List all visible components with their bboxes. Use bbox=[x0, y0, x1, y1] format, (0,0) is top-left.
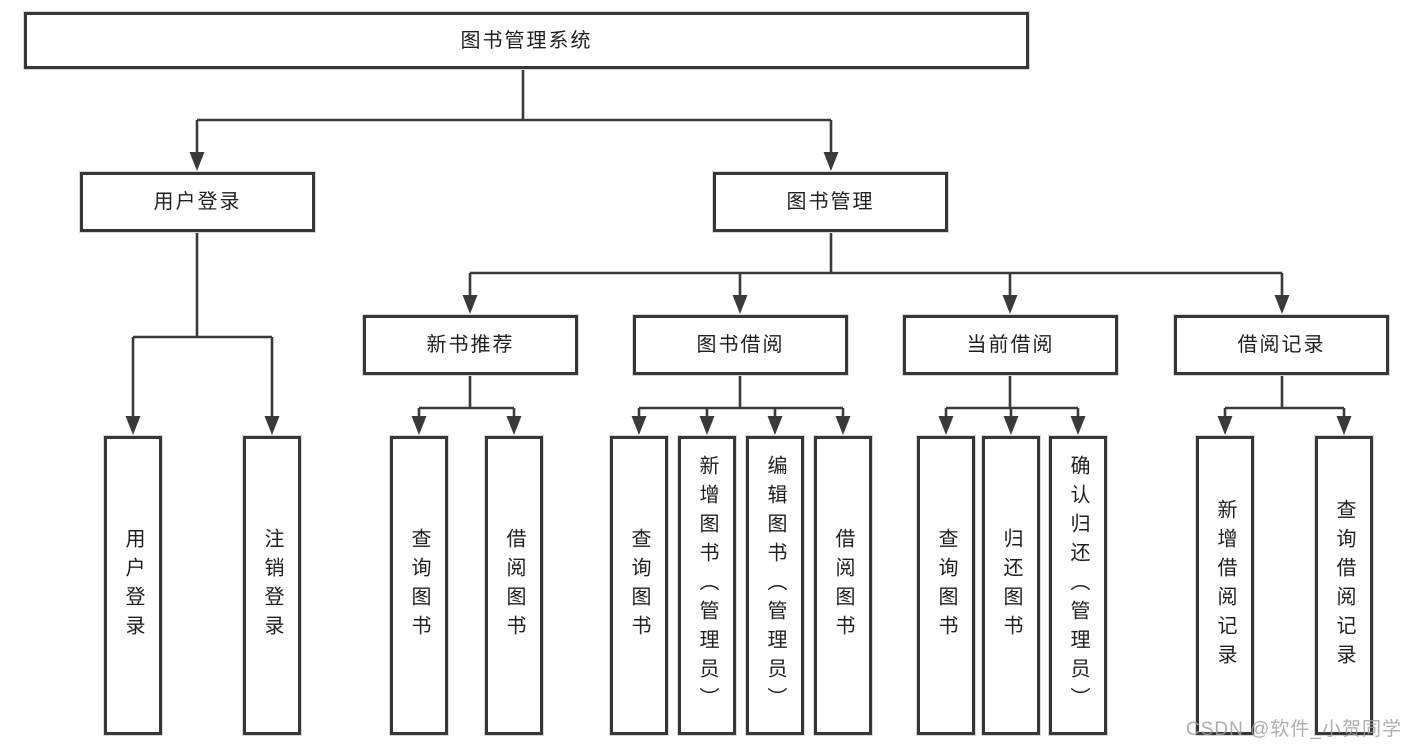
leaf-user-login: 用户登录 bbox=[104, 436, 162, 735]
leaf-add-books-admin: 新增图书（管理员） bbox=[678, 436, 736, 735]
node-label: 图书借阅 bbox=[696, 334, 785, 356]
arrow-down-icon bbox=[732, 295, 748, 314]
leaf-label: 归还图书 bbox=[1000, 527, 1022, 644]
leaf-label: 查询图书 bbox=[628, 527, 650, 644]
arrow-down-icon bbox=[1217, 416, 1233, 435]
leaf-logout: 注销登录 bbox=[243, 436, 301, 735]
leaf-label: 查询借阅记录 bbox=[1333, 498, 1355, 673]
leaf-label: 用户登录 bbox=[122, 527, 144, 644]
node-user-login: 用户登录 bbox=[80, 172, 315, 232]
node-book-borrowing: 图书借阅 bbox=[633, 315, 848, 375]
arrow-down-icon bbox=[1003, 416, 1019, 435]
arrow-down-icon bbox=[125, 416, 141, 435]
node-current-borrowing: 当前借阅 bbox=[903, 315, 1118, 375]
leaf-label: 编辑图书（管理员） bbox=[764, 455, 786, 716]
arrow-down-icon bbox=[264, 416, 280, 435]
leaf-label: 新增借阅记录 bbox=[1214, 498, 1236, 673]
leaf-query-borrow-record: 查询借阅记录 bbox=[1315, 436, 1373, 735]
arrow-down-icon bbox=[1002, 295, 1018, 314]
arrow-down-icon bbox=[823, 152, 839, 171]
node-label: 当前借阅 bbox=[966, 334, 1055, 356]
arrow-down-icon bbox=[767, 416, 783, 435]
arrow-down-icon bbox=[189, 152, 205, 171]
arrow-down-icon bbox=[462, 295, 478, 314]
node-label: 用户登录 bbox=[153, 191, 242, 213]
arrow-down-icon bbox=[938, 416, 954, 435]
node-new-book-recommend: 新书推荐 bbox=[363, 315, 578, 375]
node-label: 图书管理 bbox=[786, 191, 875, 213]
leaf-label: 查询图书 bbox=[408, 527, 430, 644]
node-borrow-records: 借阅记录 bbox=[1174, 315, 1389, 375]
node-book-management: 图书管理 bbox=[713, 172, 948, 232]
arrowhead-icons bbox=[125, 152, 1352, 435]
leaf-edit-books-admin: 编辑图书（管理员） bbox=[746, 436, 804, 735]
leaf-borrow-books: 借阅图书 bbox=[814, 436, 872, 735]
leaf-label: 查询图书 bbox=[935, 527, 957, 644]
node-label: 借阅记录 bbox=[1237, 334, 1326, 356]
leaf-confirm-return-admin: 确认归还（管理员） bbox=[1049, 436, 1107, 735]
leaf-label: 借阅图书 bbox=[503, 527, 525, 644]
node-label: 图书管理系统 bbox=[460, 29, 593, 52]
arrow-down-icon bbox=[631, 416, 647, 435]
leaf-query-books-borrowing: 查询图书 bbox=[610, 436, 668, 735]
arrow-down-icon bbox=[835, 416, 851, 435]
arrow-down-icon bbox=[411, 416, 427, 435]
node-label: 新书推荐 bbox=[426, 334, 515, 356]
arrow-down-icon bbox=[699, 416, 715, 435]
leaf-return-books: 归还图书 bbox=[982, 436, 1040, 735]
arrow-down-icon bbox=[506, 416, 522, 435]
leaf-label: 借阅图书 bbox=[832, 527, 854, 644]
leaf-label: 注销登录 bbox=[261, 527, 283, 644]
leaf-borrow-books-recommend: 借阅图书 bbox=[485, 436, 543, 735]
leaf-label: 确认归还（管理员） bbox=[1067, 455, 1089, 716]
arrow-down-icon bbox=[1274, 295, 1290, 314]
leaf-query-books-current: 查询图书 bbox=[917, 436, 975, 735]
leaf-add-borrow-record: 新增借阅记录 bbox=[1196, 436, 1254, 735]
leaf-label: 新增图书（管理员） bbox=[696, 455, 718, 716]
arrow-down-icon bbox=[1070, 416, 1086, 435]
node-library-system: 图书管理系统 bbox=[24, 12, 1029, 69]
csdn-watermark: CSDN @软件_小贺同学 bbox=[1186, 719, 1402, 740]
arrow-down-icon bbox=[1336, 416, 1352, 435]
leaf-query-books-recommend: 查询图书 bbox=[390, 436, 448, 735]
